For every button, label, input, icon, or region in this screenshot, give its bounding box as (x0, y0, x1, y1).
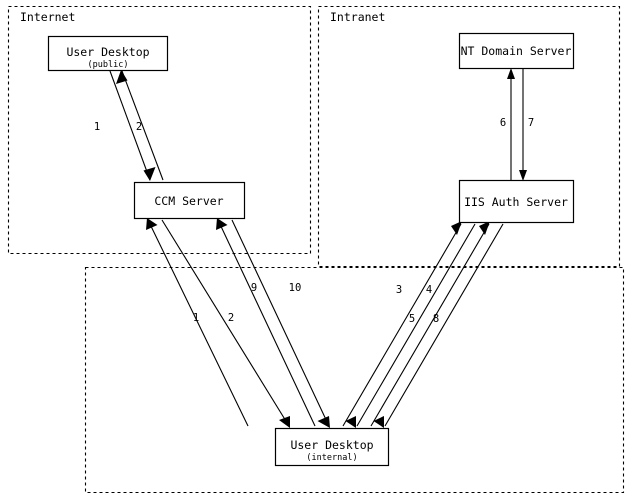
node-nt-domain-server[interactable]: NT Domain Server (458, 32, 575, 70)
zone-internet-group: Internet (7, 5, 312, 255)
step-label-1-public: 1 (94, 121, 100, 133)
flow-2-public-arrowhead (116, 70, 128, 84)
user-desktop-internal-title: User Desktop (290, 438, 373, 452)
step-label-5: 5 (409, 313, 415, 325)
user-desktop-public-subtitle: (public) (88, 60, 129, 70)
step-label-3: 3 (396, 284, 402, 296)
step-label-7: 7 (528, 117, 534, 129)
step-label-1-internal: 1 (193, 312, 199, 324)
iis-auth-server-title: IIS Auth Server (464, 195, 568, 209)
flow-1-public-line (109, 70, 151, 181)
connector-flow-2-internal (161, 219, 290, 428)
connector-flow-10 (231, 219, 330, 428)
zone-internal-group (84, 266, 625, 494)
flow-9-line (217, 219, 316, 427)
connector-flow-8 (373, 223, 504, 428)
step-label-2-public: 2 (136, 121, 142, 133)
connector-flow-9 (216, 218, 316, 427)
zone-intranet-label: Intranet (330, 10, 385, 24)
step-label-10: 10 (289, 282, 302, 294)
flow-4-line (356, 223, 476, 427)
flow-10-line (231, 219, 330, 427)
flow-3-arrowhead (451, 221, 462, 235)
flow-6-arrowhead (507, 68, 515, 79)
connector-flow-3 (342, 221, 462, 427)
flow-10-arrowhead (317, 416, 330, 428)
flow-8-line (384, 223, 504, 427)
flow-1-public-arrowhead (143, 167, 156, 181)
flow-1-internal-line (147, 219, 249, 427)
step-label-6: 6 (500, 117, 506, 129)
zone-intranet-boundary (317, 5, 621, 268)
flow-7-arrowhead (519, 170, 527, 181)
step-label-9: 9 (251, 282, 257, 294)
nt-domain-server-box[interactable] (458, 32, 575, 70)
connector-flow-1-internal (146, 218, 249, 427)
flow-2-internal-arrowhead (279, 416, 290, 428)
user-desktop-internal-subtitle: (internal) (306, 453, 357, 463)
flow-9-arrowhead (216, 218, 228, 230)
zone-internet-label: Internet (20, 10, 75, 24)
connector-flow-1-public (109, 70, 156, 181)
user-desktop-public-title: User Desktop (66, 45, 149, 59)
node-user-desktop-public[interactable]: User Desktop (public) (47, 35, 169, 72)
step-label-2-internal: 2 (228, 312, 234, 324)
flow-4-arrowhead (345, 416, 356, 428)
ccm-server-box[interactable] (133, 181, 246, 220)
flow-3-line (342, 223, 462, 427)
flow-1-internal-arrowhead (146, 218, 158, 230)
flow-5-arrowhead (479, 221, 490, 235)
flow-2-internal-line (161, 219, 290, 427)
zone-internet-boundary (7, 5, 312, 255)
iis-auth-server-box[interactable] (458, 179, 575, 224)
step-label-4: 4 (426, 284, 432, 296)
node-iis-auth-server[interactable]: IIS Auth Server (458, 179, 575, 224)
zone-internal-boundary (84, 266, 625, 494)
user-desktop-internal-box[interactable] (274, 427, 390, 467)
step-label-8: 8 (433, 313, 439, 325)
node-ccm-server[interactable]: CCM Server (133, 181, 246, 220)
connector-flow-4 (345, 223, 476, 428)
ccm-server-title: CCM Server (154, 194, 223, 208)
node-user-desktop-internal[interactable]: User Desktop (internal) (274, 427, 390, 467)
nt-domain-server-title: NT Domain Server (461, 44, 572, 58)
flow-5-line (370, 223, 490, 427)
flow-8-arrowhead (373, 416, 384, 428)
flow-2-public-line (121, 70, 164, 181)
connector-flow-5 (370, 221, 490, 427)
user-desktop-public-box[interactable] (47, 35, 169, 72)
connector-flow-2-public (116, 70, 164, 181)
zone-intranet-group: Intranet (317, 5, 621, 268)
connector-flow-6 (507, 68, 515, 180)
connector-flow-7 (519, 69, 527, 181)
